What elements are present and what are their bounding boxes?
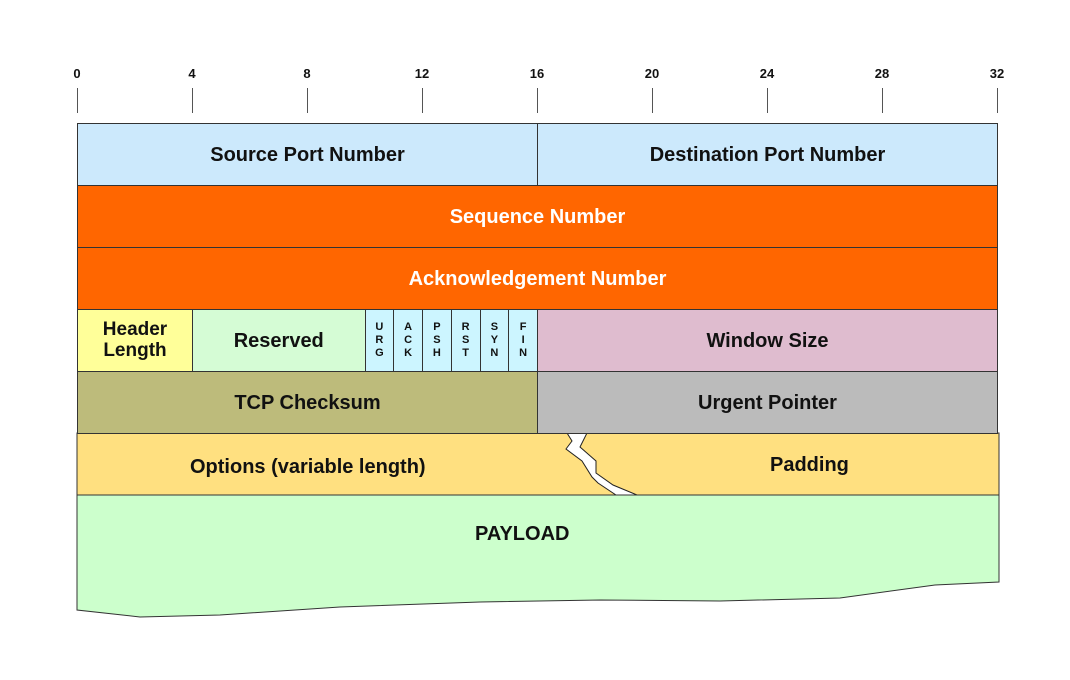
tick-label-4: 4 [188, 66, 196, 81]
tick-mark-4 [192, 88, 193, 113]
destination-port-field: Destination Port Number [537, 123, 998, 186]
window-size-label: Window Size [706, 329, 829, 352]
tick-mark-0 [77, 88, 78, 113]
tick-mark-16 [537, 88, 538, 113]
tick-mark-12 [422, 88, 423, 113]
destination-port-label: Destination Port Number [649, 143, 886, 166]
flag-letter: S [490, 321, 499, 333]
tick-mark-8 [307, 88, 308, 113]
payload-field [76, 494, 1000, 618]
reserved-field: Reserved [192, 309, 366, 372]
tick-label-24: 24 [759, 66, 775, 81]
flag-letter: R [375, 334, 384, 346]
reserved-label: Reserved [233, 329, 324, 352]
flag-letter: I [521, 334, 525, 346]
flag-letter: U [375, 321, 384, 333]
flag-letter: S [433, 334, 441, 346]
tick-label-0: 0 [73, 66, 81, 81]
header-length-label: Header Length [102, 318, 168, 361]
flag-letter: R [461, 321, 470, 333]
urgent-pointer-field: Urgent Pointer [537, 371, 998, 434]
source-port-label: Source Port Number [210, 143, 405, 166]
tick-mark-24 [767, 88, 768, 113]
payload-label: PAYLOAD [475, 523, 570, 545]
padding-label: Padding [770, 454, 849, 476]
flag-letter: H [432, 347, 441, 359]
flag-letter: Y [490, 334, 499, 346]
acknowledgement-number-label: Acknowledgement Number [408, 267, 667, 290]
tick-mark-20 [652, 88, 653, 113]
tick-mark-28 [882, 88, 883, 113]
sequence-number-label: Sequence Number [449, 205, 626, 228]
header-length-field: Header Length [77, 309, 193, 372]
flag-letter: T [462, 347, 469, 359]
tick-label-20: 20 [644, 66, 660, 81]
urgent-pointer-label: Urgent Pointer [698, 391, 837, 414]
flag-letter: C [404, 334, 413, 346]
acknowledgement-number-field: Acknowledgement Number [77, 247, 998, 310]
tick-label-8: 8 [303, 66, 311, 81]
flag-letter: A [404, 321, 413, 333]
tick-mark-32 [997, 88, 998, 113]
tcp-checksum-field: TCP Checksum [77, 371, 538, 434]
options-label: Options (variable length) [190, 456, 426, 478]
flag-letter: N [519, 347, 528, 359]
tick-label-28: 28 [874, 66, 890, 81]
tick-label-16: 16 [529, 66, 545, 81]
flag-letter: P [433, 321, 441, 333]
flag-letter: F [519, 321, 527, 333]
source-port-field: Source Port Number [77, 123, 538, 186]
flag-letter: N [490, 347, 499, 359]
tcp-checksum-label: TCP Checksum [234, 391, 381, 414]
flag-letter: S [461, 334, 470, 346]
flag-letter: G [375, 347, 384, 359]
tick-label-32: 32 [989, 66, 1005, 81]
sequence-number-field: Sequence Number [77, 185, 998, 248]
tick-label-12: 12 [414, 66, 430, 81]
flag-letter: K [404, 347, 413, 359]
window-size-field: Window Size [537, 309, 998, 372]
